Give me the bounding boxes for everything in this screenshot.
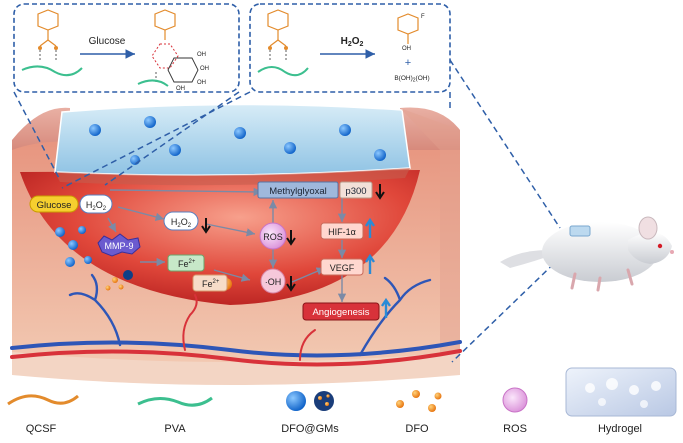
ros-node <box>259 222 287 250</box>
inset-left-oh-1: OH <box>197 52 206 58</box>
down-arrow-p300 <box>375 184 385 200</box>
hydrogel-spheres <box>55 116 386 291</box>
legend <box>7 367 677 417</box>
oh-node <box>260 268 286 294</box>
legend-dfo-dot <box>396 400 404 408</box>
p300-label: p300 <box>345 186 366 197</box>
legend-ros-blob <box>502 387 528 413</box>
legend-label-dfo-gms: DFO@GMs <box>281 423 339 435</box>
up-arrow-vegf <box>365 253 375 274</box>
inset-right-plus: + <box>405 57 411 69</box>
inset-left: Glucose OH OH OH OH <box>13 3 240 93</box>
hydrogel-slab <box>54 103 411 176</box>
fe2-label-a: Fe2+ <box>178 259 196 269</box>
legend-label-hydrogel: Hydrogel <box>597 423 643 435</box>
inset-right-reagent: H2O2 <box>341 36 364 48</box>
vegf-label: VEGF <box>330 263 355 273</box>
inset-left-reagent: Glucose <box>89 36 126 47</box>
inset-left-oh-4: OH <box>176 86 185 92</box>
inset-left-oh-2: OH <box>200 66 209 72</box>
inset-right-product-oh: OH <box>402 46 411 52</box>
legend-dfo-gms-sphere <box>286 391 306 411</box>
legend-label-pva: PVA <box>164 423 186 435</box>
inset-left-oh-3: OH <box>197 80 206 86</box>
legend-label-ros: ROS <box>503 423 527 435</box>
mouse-wound-patch <box>569 225 591 237</box>
angiogenesis-box <box>302 302 380 321</box>
oh-label: ·OH <box>265 277 282 287</box>
hif-label: HIF-1α <box>328 227 356 237</box>
h2o2-label-a: H2O2 <box>86 200 107 212</box>
mmp9-label: MMP-9 <box>105 241 134 251</box>
up-arrow-hif <box>365 217 375 238</box>
methylglyoxal-label: Methylglyoxal <box>269 186 327 197</box>
angiogenesis-label: Angiogenesis <box>312 307 369 318</box>
inset-right-byproduct: B(OH)2(OH) <box>394 75 429 84</box>
inset-right-substituent: F <box>421 14 425 20</box>
down-arrow-h2o2 <box>201 218 211 234</box>
pathway: Glucose H2O2 H2O2 MMP-9 ROS ·OH Fe2+ Fe2… <box>29 181 391 321</box>
fe2-label-b: Fe2+ <box>202 279 220 289</box>
p300-box <box>339 181 373 199</box>
inset-right: H2O2 F OH + B(OH)2(OH) <box>249 3 451 93</box>
vegf-box <box>320 258 364 276</box>
legend-qcsf-swatch <box>7 394 79 406</box>
mouse-illustration <box>500 216 674 292</box>
mmp9-blob <box>97 233 141 257</box>
legend-label-qcsf: QCSF <box>25 423 57 435</box>
legend-label-dfo: DFO <box>405 423 429 435</box>
legend-hydrogel-block <box>565 367 677 417</box>
blood-vessels <box>10 273 462 367</box>
glucose-label: Glucose <box>37 200 72 211</box>
legend-pva-swatch <box>137 396 213 407</box>
down-arrow-oh <box>286 276 296 292</box>
down-arrow-ros <box>286 230 296 246</box>
legend-dfo-gms-loaded <box>314 391 334 411</box>
ros-label: ROS <box>263 232 283 242</box>
h2o2-label-b: H2O2 <box>171 217 192 229</box>
hif-box <box>320 222 364 240</box>
callout-lines <box>13 59 569 363</box>
up-arrow-angio <box>381 297 391 318</box>
methylglyoxal-box <box>257 181 339 199</box>
